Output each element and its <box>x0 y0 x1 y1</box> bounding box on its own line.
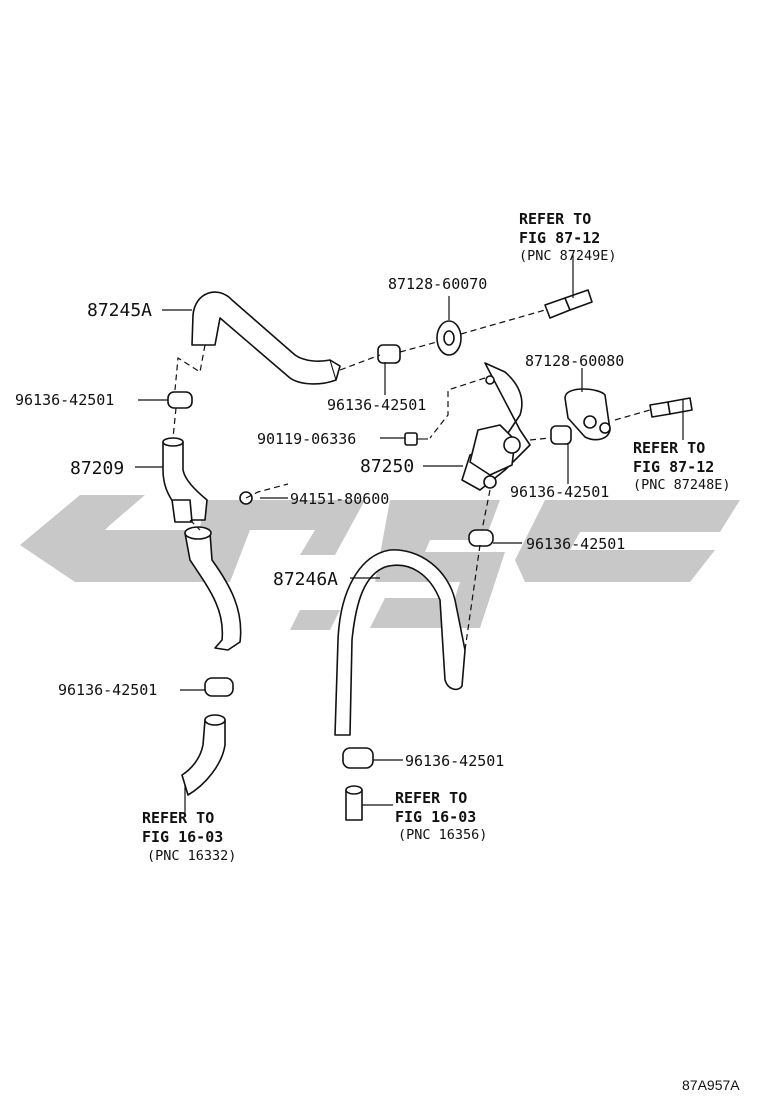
refer-top-line1: REFER TO <box>519 210 591 228</box>
refer-right-line3: (PNC 87248E) <box>633 477 731 493</box>
refer-bottom-center: REFER TO FIG 16-03 (PNC 16356) <box>395 789 487 843</box>
label-nut: 94151-80600 <box>290 490 389 508</box>
label-bolt: 90119-06336 <box>257 430 356 448</box>
bolt-drawing <box>404 432 428 446</box>
refer-right-line2: FIG 87-12 <box>633 458 714 476</box>
label-clamp-mid: 96136-42501 <box>526 535 625 553</box>
hose-left-lower-drawing <box>184 526 242 651</box>
label-grommet-upper: 87128-60070 <box>388 275 487 293</box>
hose-bottom-left-drawing <box>181 714 226 796</box>
refer-bottom-left: REFER TO FIG 16-03 (PNC 16332) <box>142 809 236 864</box>
label-clamp-left-upper: 96136-42501 <box>15 391 114 409</box>
hose-87246a-drawing <box>334 549 466 736</box>
label-clamp-center-upper: 96136-42501 <box>327 396 426 414</box>
label-clamp-right: 96136-42501 <box>510 483 609 501</box>
hose-87245a-drawing <box>191 291 341 385</box>
refer-top-line2: FIG 87-12 <box>519 229 600 247</box>
label-87246a: 87246A <box>273 569 338 590</box>
label-87245a: 87245A <box>87 300 152 321</box>
refer-bottom-left-line2: FIG 16-03 <box>142 828 223 846</box>
refer-top: REFER TO FIG 87-12 (PNC 87249E) <box>519 210 617 264</box>
label-87250: 87250 <box>360 456 414 477</box>
valve-87250-drawing <box>461 362 531 491</box>
refer-bottom-left-line3: (PNC 16332) <box>147 848 236 864</box>
label-grommet-right: 87128-60080 <box>525 352 624 370</box>
refer-bottom-center-line1: REFER TO <box>395 789 467 807</box>
label-clamp-bottom: 96136-42501 <box>405 752 504 770</box>
grommet-drawings <box>436 320 611 441</box>
dashed-connections <box>172 309 651 651</box>
part-labels: 87245A 96136-42501 87209 94151-80600 871… <box>15 275 625 770</box>
refer-right: REFER TO FIG 87-12 (PNC 87248E) <box>633 439 731 493</box>
refer-bottom-center-line2: FIG 16-03 <box>395 808 476 826</box>
leader-lines <box>135 255 684 813</box>
refer-bottom-left-line1: REFER TO <box>142 809 214 827</box>
refer-right-line1: REFER TO <box>633 439 705 457</box>
figure-code: 87A957A <box>682 1077 740 1093</box>
label-clamp-left-lower: 96136-42501 <box>58 681 157 699</box>
label-87209: 87209 <box>70 458 124 479</box>
pipe-87209-drawing <box>162 437 208 523</box>
refer-bottom-center-line3: (PNC 16356) <box>398 827 487 843</box>
pipe-top-right-drawing <box>544 289 593 319</box>
pipe-right-drawing <box>649 397 693 418</box>
refer-top-line3: (PNC 87249E) <box>519 248 617 264</box>
pipe-bottom-center-drawing <box>345 785 363 821</box>
